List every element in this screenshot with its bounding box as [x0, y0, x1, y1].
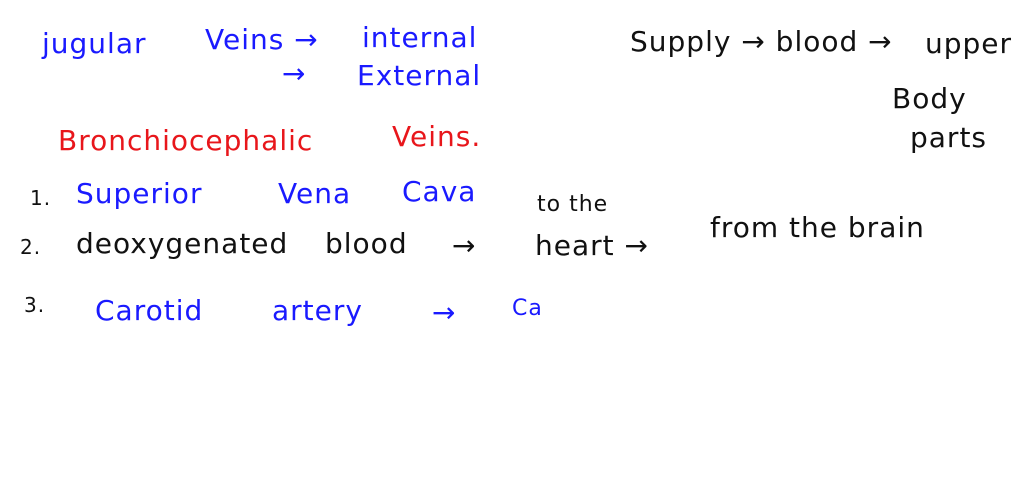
- item2-arrow: →: [452, 229, 477, 262]
- bronchiocephalic-word: Bronchiocephalic: [58, 124, 314, 157]
- to-the-words: to the: [537, 192, 609, 217]
- veins-arrow-text: Veins →: [205, 23, 319, 56]
- supply-blood-text: Supply → blood →: [630, 25, 893, 58]
- item2-number: 2.: [20, 235, 42, 259]
- external-arrow: →: [282, 57, 307, 90]
- superior-word: Superior: [76, 177, 203, 210]
- from-the-brain-words: from the brain: [710, 211, 925, 244]
- body-word: Body: [892, 82, 967, 115]
- bronchio-veins-word: Veins.: [392, 120, 482, 153]
- carotid-word: Carotid: [95, 294, 204, 327]
- heart-arrow-text: heart →: [535, 229, 649, 262]
- item3-arrow: →: [432, 296, 457, 329]
- cava-word: Cava: [402, 175, 477, 208]
- deoxygenated-word: deoxygenated: [76, 227, 289, 260]
- internal-word: internal: [362, 21, 478, 54]
- item3-number: 3.: [24, 293, 46, 317]
- upper-word: upper: [925, 27, 1013, 60]
- artery-word: artery: [272, 294, 363, 327]
- jugular-word: jugular: [42, 27, 147, 60]
- item1-number: 1.: [30, 186, 52, 210]
- vena-word: Vena: [278, 177, 352, 210]
- partial-word: Ca: [512, 296, 543, 321]
- parts-word: parts: [910, 121, 988, 154]
- blood-word: blood: [325, 227, 408, 260]
- external-word: External: [357, 59, 482, 92]
